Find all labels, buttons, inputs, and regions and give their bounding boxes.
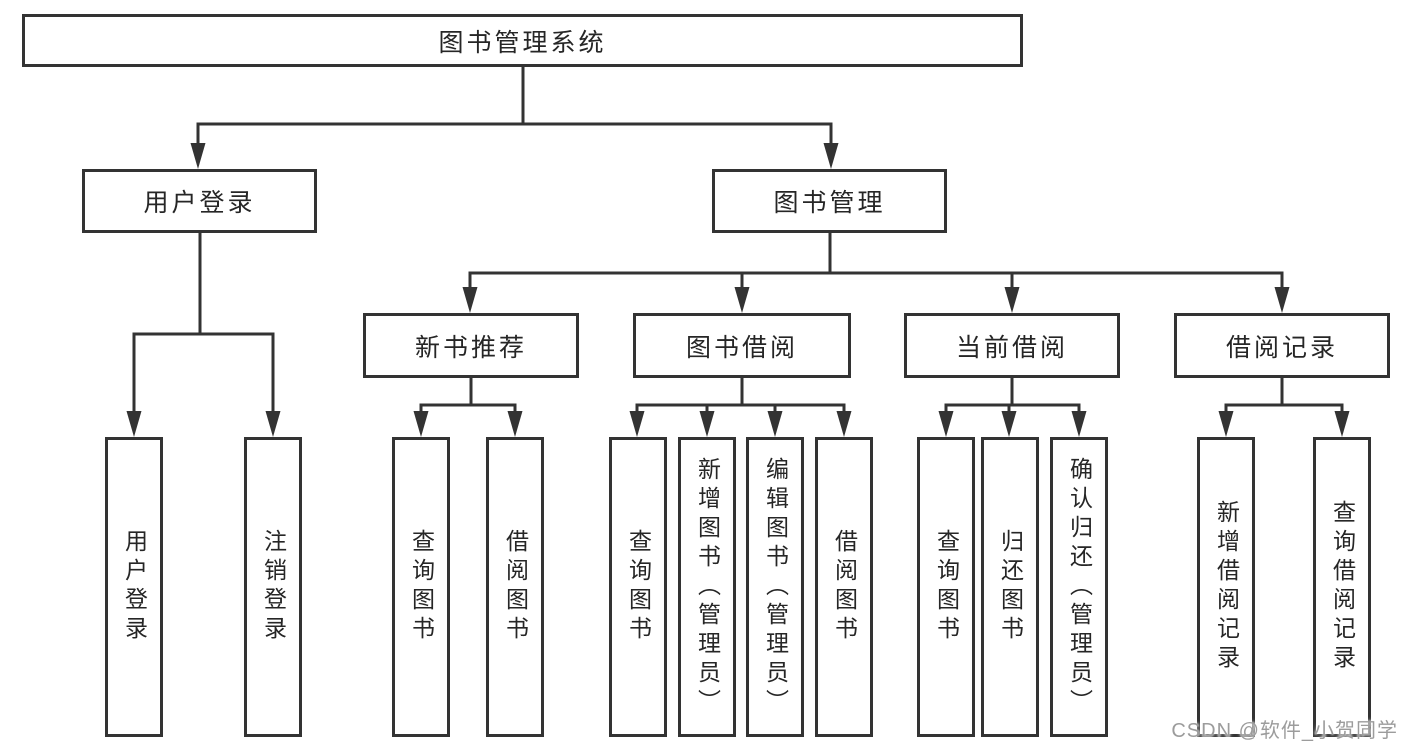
node-new-book-recommend: 新书推荐 bbox=[363, 313, 579, 378]
node-leaf-logout: 注销登录 bbox=[244, 437, 302, 737]
node-leaf-borrow-books-recommend: 借阅图书 bbox=[486, 437, 544, 737]
node-leaf-query-books-borrowing: 查询图书 bbox=[609, 437, 667, 737]
node-leaf-add-books-admin: 新增图书（管理员） bbox=[678, 437, 736, 737]
node-book-borrowing: 图书借阅 bbox=[633, 313, 851, 378]
node-leaf-user-login: 用户登录 bbox=[105, 437, 163, 737]
node-book-management: 图书管理 bbox=[712, 169, 947, 233]
node-borrowing-records: 借阅记录 bbox=[1174, 313, 1390, 378]
node-current-borrowing: 当前借阅 bbox=[904, 313, 1120, 378]
node-leaf-query-books-recommend: 查询图书 bbox=[392, 437, 450, 737]
node-leaf-confirm-return-admin: 确认归还（管理员） bbox=[1050, 437, 1108, 737]
node-leaf-return-books: 归还图书 bbox=[981, 437, 1039, 737]
node-leaf-query-borrow-record: 查询借阅记录 bbox=[1313, 437, 1371, 737]
node-leaf-edit-books-admin: 编辑图书（管理员） bbox=[746, 437, 804, 737]
node-user-login: 用户登录 bbox=[82, 169, 317, 233]
node-leaf-borrow-books: 借阅图书 bbox=[815, 437, 873, 737]
node-root: 图书管理系统 bbox=[22, 14, 1023, 67]
node-leaf-query-books-current: 查询图书 bbox=[917, 437, 975, 737]
node-leaf-add-borrow-record: 新增借阅记录 bbox=[1197, 437, 1255, 737]
watermark: CSDN @软件_小贺同学 bbox=[1171, 720, 1398, 742]
